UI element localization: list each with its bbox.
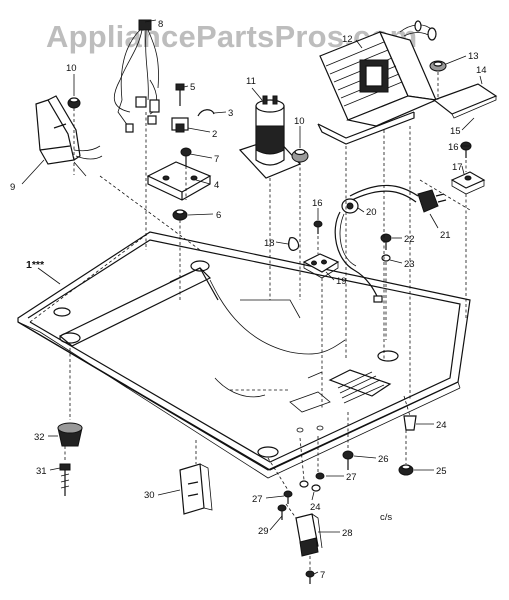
capacitor-part-11 xyxy=(238,95,302,179)
callout-17: 17 xyxy=(452,162,463,173)
bolt-part-31 xyxy=(59,463,71,496)
callout-8: 8 xyxy=(158,19,163,30)
callout-labels: 1*** 2 3 4 5 6 7 7 8 9 10 10 11 12 13 14… xyxy=(10,19,487,581)
callout-26: 26 xyxy=(378,454,389,465)
pin-part-29 xyxy=(277,504,287,520)
power-cord-part-21 xyxy=(334,184,447,303)
callout-15: 15 xyxy=(450,126,461,137)
screw-part-16-upper xyxy=(460,141,472,158)
callout-1: 1*** xyxy=(26,259,45,271)
screw-part-27-left xyxy=(283,490,293,504)
callout-14: 14 xyxy=(476,65,487,76)
callout-28: 28 xyxy=(342,528,353,539)
callout-6: 6 xyxy=(216,210,221,221)
callout-22: 22 xyxy=(404,234,415,245)
nut-part-25 xyxy=(398,464,414,476)
leg-part-28 xyxy=(295,513,323,557)
callout-3: 3 xyxy=(228,108,233,119)
screw-part-26 xyxy=(342,450,354,470)
nut-part-10-left xyxy=(67,97,81,109)
screw-part-5 xyxy=(175,83,185,106)
leader-lines xyxy=(21,19,483,575)
callout-24-lower: 24 xyxy=(310,502,321,513)
callout-23: 23 xyxy=(404,259,415,270)
drawing-code: c/s xyxy=(380,512,392,523)
callout-5: 5 xyxy=(190,82,195,93)
screw-part-7-upper xyxy=(180,147,192,166)
callout-27-right: 27 xyxy=(346,472,357,483)
clip-part-3 xyxy=(197,109,215,117)
callout-10-right: 10 xyxy=(294,116,305,127)
foot-part-32 xyxy=(57,422,83,447)
block-part-17 xyxy=(450,171,486,195)
base-plate xyxy=(17,231,471,479)
wire-harness-part-8 xyxy=(113,19,160,133)
callout-25: 25 xyxy=(436,466,447,477)
clip-part-18 xyxy=(288,237,300,251)
callout-24-right: 24 xyxy=(436,420,447,431)
callout-31: 31 xyxy=(36,466,47,477)
callout-16-mid: 16 xyxy=(312,198,323,209)
callout-7-upper: 7 xyxy=(214,154,219,165)
screw-part-7-lower xyxy=(305,570,315,584)
foot-part-24-right xyxy=(403,415,417,431)
bracket-part-9 xyxy=(35,95,103,177)
switch-part-2 xyxy=(171,117,189,133)
washer-part-23 xyxy=(381,254,391,262)
grommet-part-13 xyxy=(429,60,447,72)
bracket-part-4 xyxy=(146,161,212,201)
screw-part-22 xyxy=(380,233,392,250)
assembly-lines xyxy=(29,72,471,570)
callout-20: 20 xyxy=(366,207,377,218)
callout-21: 21 xyxy=(440,230,451,241)
callout-12: 12 xyxy=(342,34,353,45)
callout-19: 19 xyxy=(336,276,347,287)
callout-29: 29 xyxy=(258,526,269,537)
callout-7-lower: 7 xyxy=(320,570,325,581)
callout-4: 4 xyxy=(214,180,219,191)
callout-10-left: 10 xyxy=(66,63,77,74)
transformer-part-12 xyxy=(317,20,439,145)
grommet-part-10-right xyxy=(291,148,309,163)
callout-32: 32 xyxy=(34,432,45,443)
callout-2: 2 xyxy=(212,129,217,140)
callout-18: 18 xyxy=(264,238,275,249)
nut-part-6 xyxy=(172,209,188,221)
screw-part-27-right xyxy=(315,472,325,480)
fastener-part-24-lower xyxy=(299,480,321,492)
screw-part-16-lower xyxy=(313,220,323,234)
callout-9: 9 xyxy=(10,182,15,193)
callout-16-right: 16 xyxy=(448,142,459,153)
callout-27-left: 27 xyxy=(252,494,263,505)
callout-30: 30 xyxy=(144,490,155,501)
callout-13: 13 xyxy=(468,51,479,62)
bracket-part-30 xyxy=(179,463,213,515)
plate-part-14 xyxy=(432,83,498,119)
callout-11: 11 xyxy=(246,76,256,87)
